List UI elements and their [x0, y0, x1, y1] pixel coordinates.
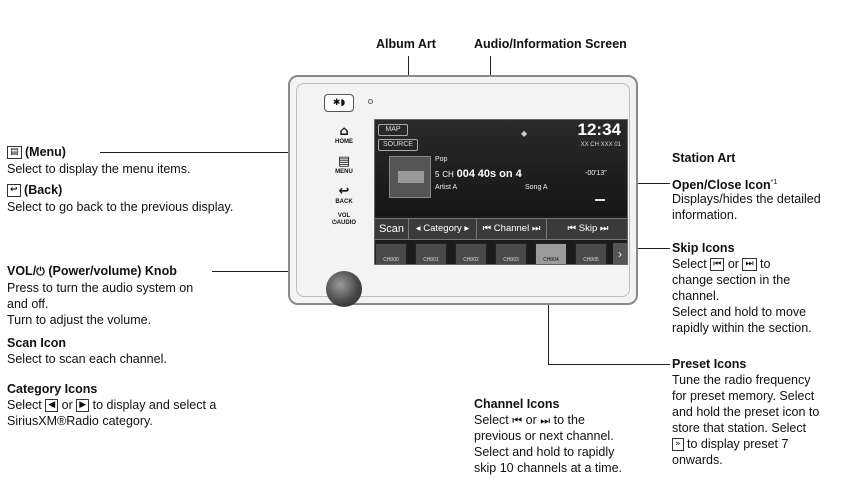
category-callout-desc: Select ◀ or ▶ to display and select a: [7, 398, 217, 413]
menu-button[interactable]: ▤ MENU: [322, 155, 366, 176]
category-button[interactable]: ◂ Category ▸: [409, 219, 477, 239]
back-button[interactable]: ↩ BACK: [322, 185, 366, 206]
preset-leader-v: [548, 268, 550, 365]
home-icon: ⌂: [339, 124, 349, 139]
volume-knob[interactable]: [326, 271, 362, 307]
category-desc-2: SiriusXM®Radio category.: [7, 414, 153, 428]
skip-desc-1: Select ⏮ or ⏭ to: [672, 257, 771, 272]
menu-callout-title: ▤ (Menu): [7, 144, 66, 160]
preset-button[interactable]: CH005: [575, 243, 607, 264]
control-row: Scan ◂ Category ▸ ⏮ Channel ⏭ ⏮ Skip ⏭: [375, 218, 627, 240]
channel-desc-1: Select ⏮ or ⏭ to the: [474, 413, 585, 427]
preset-callout-title: Preset Icons: [672, 357, 747, 371]
category-prev-icon: ◀: [45, 399, 59, 413]
menu-icon: ▤: [7, 146, 22, 160]
audio-screen-label: Audio/Information Screen: [474, 37, 627, 51]
preset-button[interactable]: CH001: [415, 243, 447, 264]
openclose-desc-1: Displays/hides the detailed: [672, 192, 821, 206]
song-text: Song A: [525, 184, 548, 191]
channel-desc-4: skip 10 channels at a time.: [474, 461, 622, 475]
category-next-icon: ▶: [76, 399, 90, 413]
back-button-icon: ↩: [338, 184, 350, 199]
scan-callout-desc: Select to scan each channel.: [7, 352, 167, 366]
channel-next-icon: ⏭: [540, 414, 551, 427]
skip-desc-3: channel.: [672, 289, 720, 303]
device-bezel: [296, 83, 630, 297]
status-bar: XX CH XXX 01: [580, 142, 621, 148]
channel-desc-3: Select and hold to rapidly: [474, 445, 615, 459]
source-button[interactable]: SOURCE: [378, 139, 418, 151]
skip-callout-title: Skip Icons: [672, 241, 735, 255]
audio-head-unit: ✱◗ ⌂ HOME ▤ MENU ↩ BACK VOL ⏻AUDIO MAP S…: [288, 75, 638, 307]
vol-desc-3: Turn to adjust the volume.: [7, 313, 152, 327]
channel-desc-2: previous or next channel.: [474, 429, 614, 443]
preset-row: CH000 CH001 CH002 CH003 CH004 CH005 ›: [375, 243, 627, 264]
preset-desc-5: » to display preset 7: [672, 436, 788, 452]
power-small-icon: ⏻: [331, 220, 337, 226]
vol-leader: [212, 271, 338, 273]
album-art: [389, 156, 431, 198]
preset-desc-4: store that station. Select: [672, 421, 807, 435]
genre-text: Pop: [435, 156, 448, 163]
preset-leader-h: [548, 364, 670, 366]
vol-desc-2: and off.: [7, 297, 49, 311]
openclose-desc-2: information.: [672, 208, 738, 222]
preset-more-button[interactable]: ›: [613, 243, 627, 264]
openclose-callout-title: Open/Close Icon*1: [672, 178, 778, 193]
back-callout-title: ↩ (Back): [7, 182, 62, 198]
audio-screen: MAP SOURCE ◆ 12:34 XX CH XXX 01 Pop 5 CH…: [374, 119, 628, 265]
indicator-dot: [368, 99, 373, 104]
channel-line: 5 CH 004 40s on 4: [435, 168, 522, 180]
clock: 12:34: [577, 120, 621, 139]
skip-desc-5: rapidly within the section.: [672, 321, 812, 335]
preset-button-selected[interactable]: CH004: [535, 243, 567, 264]
back-icon: ↩: [7, 184, 21, 198]
menu-leader: [100, 152, 320, 154]
back-callout-desc: Select to go back to the previous displa…: [7, 200, 234, 214]
scan-callout-title: Scan Icon: [7, 336, 67, 350]
preset-desc-3: and hold the preset icon to: [672, 405, 820, 419]
scan-button[interactable]: Scan: [375, 219, 409, 239]
album-art-label: Album Art: [376, 37, 436, 51]
channel-callout-title: Channel Icons: [474, 397, 560, 411]
preset-button[interactable]: CH000: [375, 243, 407, 264]
side-buttons: ⌂ HOME ▤ MENU ↩ BACK VOL ⏻AUDIO: [322, 121, 366, 311]
now-playing-panel: MAP SOURCE ◆ 12:34 XX CH XXX 01 Pop 5 CH…: [375, 120, 627, 216]
hazard-button[interactable]: ✱◗: [324, 94, 354, 112]
preset-desc-1: Tune the radio frequency: [672, 373, 811, 387]
preset-desc-6: onwards.: [672, 453, 723, 467]
artist-text: Artist A: [435, 184, 458, 191]
open-close-icon[interactable]: [595, 193, 605, 201]
menu-button-icon: ▤: [337, 154, 351, 169]
home-button[interactable]: ⌂ HOME: [322, 125, 366, 146]
power-icon: ⏻: [36, 265, 45, 278]
preset-button[interactable]: CH003: [495, 243, 527, 264]
skip-desc-2: change section in the: [672, 273, 791, 287]
vol-desc-1: Press to turn the audio system on: [7, 281, 194, 295]
map-button[interactable]: MAP: [378, 124, 408, 136]
menu-callout-desc: Select to display the menu items.: [7, 162, 191, 176]
signal-icon: ◆: [521, 129, 528, 138]
vol-callout-title: VOL/⏻ (Power/volume) Knob: [7, 264, 177, 278]
preset-more-icon: »: [672, 438, 684, 452]
skip-prev-icon: ⏮: [710, 258, 725, 272]
station-art-label: Station Art: [672, 151, 736, 165]
preset-desc-2: for preset memory. Select: [672, 389, 815, 403]
skip-button[interactable]: ⏮ Skip ⏭: [567, 223, 609, 234]
vol-audio-label: VOL ⏻AUDIO: [331, 213, 357, 226]
skip-next-icon: ⏭: [742, 258, 757, 272]
channel-button[interactable]: ⏮ Channel ⏭: [477, 219, 547, 239]
preset-button[interactable]: CH002: [455, 243, 487, 264]
skip-desc-4: Select and hold to move: [672, 305, 807, 319]
elapsed-time: -00'13": [585, 170, 607, 177]
channel-prev-icon: ⏮: [512, 414, 523, 427]
category-callout-title: Category Icons: [7, 382, 98, 396]
